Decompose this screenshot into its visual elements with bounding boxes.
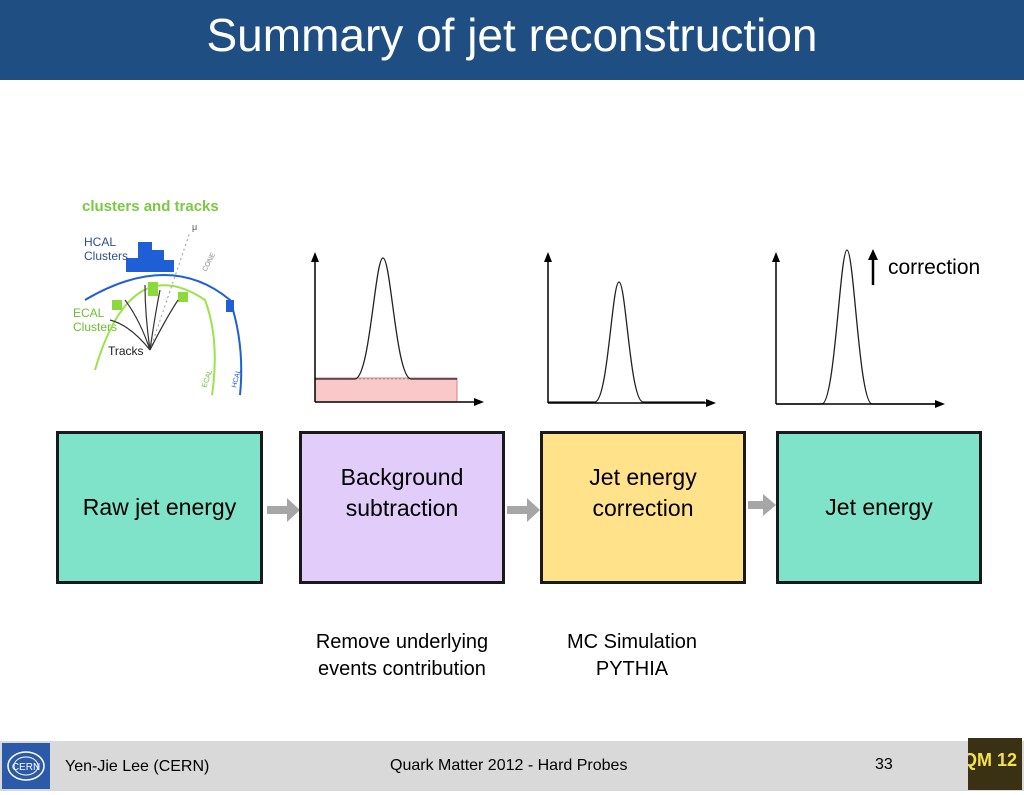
- footer-author: Yen-Jie Lee (CERN): [65, 758, 210, 775]
- y-axis-arrowhead: [311, 252, 319, 262]
- hcal-tower: [226, 300, 234, 312]
- mu-label: μ: [192, 222, 197, 232]
- peak-curve: [776, 249, 938, 405]
- detector-heading: clusters and tracks: [82, 198, 219, 215]
- hcal-label-line2: Clusters: [84, 249, 128, 263]
- cern-logo-text: CERN: [12, 762, 40, 773]
- title-bar: [0, 0, 1024, 80]
- ecal-label-line1: ECAL: [73, 306, 105, 320]
- background-band: [314, 377, 458, 403]
- track: [124, 299, 151, 351]
- track: [149, 289, 161, 351]
- ecal-tower: [148, 282, 158, 296]
- note-background: Remove underlying events contribution: [315, 631, 489, 680]
- track: [144, 284, 151, 351]
- hcal-label-line1: HCAL: [84, 235, 116, 249]
- hcal-clusters-label: HCAL Clusters: [84, 235, 128, 263]
- flow-arrow-1: [267, 498, 300, 522]
- flow-arrows: [267, 494, 776, 522]
- ecal-tower: [112, 300, 122, 310]
- flow-arrow-3: [748, 494, 776, 516]
- tracks-label: Tracks: [108, 344, 144, 358]
- cern-logo: CERN: [2, 743, 50, 789]
- flow-arrow-2: [507, 498, 540, 522]
- slide-title: Summary of jet reconstruction: [206, 9, 818, 61]
- ecal-towers: [112, 282, 188, 310]
- y-axis-arrowhead: [772, 252, 780, 262]
- hcal-tower: [164, 260, 174, 272]
- y-axis-arrowhead: [544, 252, 552, 262]
- detector-figure: clusters and tracks HCAL Clusters ECAL C…: [73, 198, 243, 396]
- cone-line: [149, 231, 191, 351]
- plot-background-subtraction: [311, 252, 484, 406]
- ecal-clusters-label: ECAL Clusters: [73, 306, 117, 334]
- ecal-arc: [94, 284, 216, 396]
- x-axis-arrowhead: [935, 400, 945, 408]
- hcal-tower: [152, 250, 164, 272]
- qm12-logo-graphic: QM 12: [963, 738, 1022, 790]
- track: [109, 319, 151, 351]
- peak-curve: [548, 281, 705, 403]
- correction-arrow-head: [868, 249, 878, 260]
- box-jet-energy: Jet energy: [776, 431, 982, 584]
- hcal-tower: [126, 258, 138, 272]
- peak-curve: [315, 257, 457, 380]
- page-number: 33: [875, 756, 893, 773]
- hcal-tower: [138, 242, 152, 272]
- qm12-logo-text: QM 12: [968, 750, 1017, 770]
- correction-arrow: [868, 249, 878, 285]
- correction-label: correction: [888, 256, 981, 279]
- x-axis-arrowhead: [474, 398, 484, 406]
- plot-energy-correction: [544, 252, 716, 407]
- plot-jet-energy: [772, 249, 945, 408]
- box-background-subtraction: Background subtraction: [299, 431, 505, 584]
- box-jet-energy-correction: Jet energy correction: [540, 431, 746, 584]
- hcal-arc: [84, 274, 243, 396]
- hcal-towers: [126, 242, 234, 312]
- note-correction: MC Simulation PYTHIA: [566, 631, 698, 680]
- footer-conference: Quark Matter 2012 - Hard Probes: [390, 757, 628, 774]
- x-axis-arrowhead: [706, 399, 716, 407]
- box-raw-jet-energy: Raw jet energy: [56, 431, 263, 584]
- hcal-arc-label: HCAL: [231, 369, 243, 389]
- ecal-tower: [178, 292, 188, 302]
- track: [149, 299, 179, 351]
- tracks: [109, 284, 179, 351]
- cone-label: CONE: [202, 252, 218, 273]
- cern-logo-graphic: CERN: [7, 751, 45, 781]
- ecal-label-line2: Clusters: [73, 320, 117, 334]
- qm12-logo: QM 12: [963, 738, 1022, 790]
- footer-bar: [0, 741, 1024, 791]
